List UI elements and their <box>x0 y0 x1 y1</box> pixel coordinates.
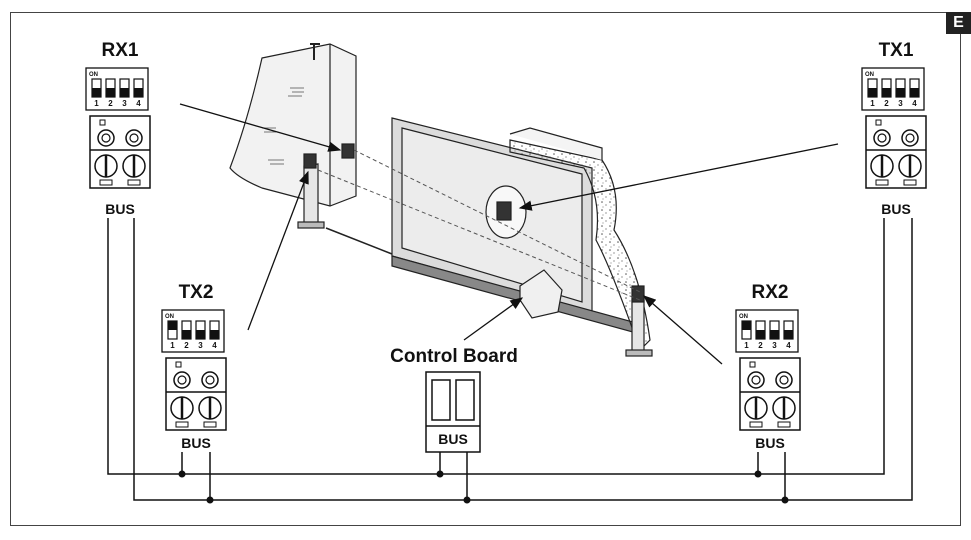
tx2-terminal-block <box>165 357 227 431</box>
dip-number: 2 <box>758 341 763 350</box>
dip-on-label: ON <box>865 72 874 78</box>
gate-illustration <box>229 43 653 357</box>
rx1-title: RX1 <box>102 40 139 61</box>
section-tab: E <box>946 12 971 34</box>
dip-number: 2 <box>108 99 113 108</box>
rx1-terminal-block <box>89 115 151 189</box>
tx1-title: TX1 <box>879 40 914 61</box>
dip-number: 1 <box>94 99 99 108</box>
device-control-board: Control Board BUS <box>390 346 518 453</box>
dip-number: 2 <box>184 341 189 350</box>
dip-number: 4 <box>786 341 791 350</box>
dip-number: 1 <box>870 99 875 108</box>
dip-number: 3 <box>898 99 903 108</box>
rx2-title: RX2 <box>752 282 789 303</box>
dip-on-label: ON <box>165 314 174 320</box>
dip-number: 4 <box>212 341 217 350</box>
rx1-bus-label: BUS <box>105 201 135 217</box>
tx2-bus-label: BUS <box>181 435 211 451</box>
control-board-bus-label: BUS <box>438 431 468 447</box>
dip-number: 4 <box>912 99 917 108</box>
dip-number: 2 <box>884 99 889 108</box>
bus-junction-dots <box>178 470 789 504</box>
dip-number: 1 <box>170 341 175 350</box>
rx2-bus-label: BUS <box>755 435 785 451</box>
rx2-terminal-block <box>739 357 801 431</box>
dip-number: 3 <box>772 341 777 350</box>
dip-number: 3 <box>122 99 127 108</box>
dip-on-label: ON <box>739 314 748 320</box>
tx1-terminal-block <box>865 115 927 189</box>
dip-on-label: ON <box>89 72 98 78</box>
dip-number: 3 <box>198 341 203 350</box>
diagram-frame <box>10 12 961 526</box>
dip-number: 4 <box>136 99 141 108</box>
tx1-bus-label: BUS <box>881 201 911 217</box>
control-board-title: Control Board <box>390 346 518 367</box>
pointer-arrows <box>179 103 839 365</box>
tx2-title: TX2 <box>179 282 214 303</box>
dip-number: 1 <box>744 341 749 350</box>
bus-wiring <box>107 218 913 501</box>
